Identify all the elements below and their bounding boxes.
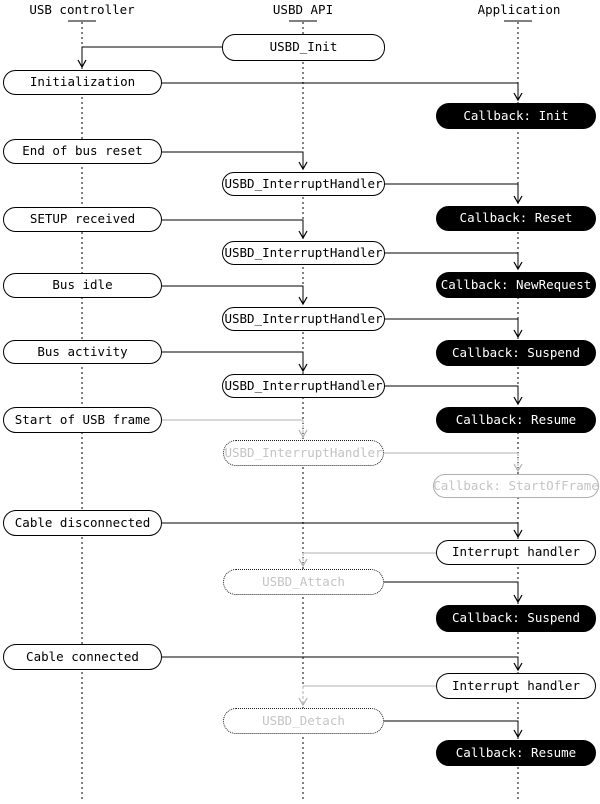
connector-initialization-to-callback-init [162, 82, 523, 102]
node-interrupt-handler-2: Interrupt handler [436, 673, 596, 699]
node-end-of-bus-reset: End of bus reset [3, 139, 162, 164]
node-usbd-detach-ghost: USBD_Detach [223, 708, 384, 734]
node-interrupt-handler-1: Interrupt handler [436, 540, 596, 565]
node-cable-connected: Cable connected [3, 644, 162, 670]
connector-handler2-to-callback-newrequest [385, 252, 523, 271]
node-setup-received: SETUP received [3, 207, 162, 232]
node-usbd-interrupt-handler-4: USBD_InterruptHandler [222, 374, 385, 398]
callback-init: Callback: Init [436, 103, 596, 129]
column-header-usbd-api: USBD API [272, 2, 334, 17]
connector-cable-disconnected-to-interrupt-handler1 [162, 522, 523, 539]
connector-setup-received-to-handler2 [162, 219, 308, 240]
connector-handler1-to-callback-reset [385, 183, 523, 205]
node-usbd-interrupt-handler-ghost: USBD_InterruptHandler [223, 440, 384, 466]
node-usbd-init: USBD_Init [222, 34, 385, 61]
column-header-usb-controller: USB controller [29, 2, 135, 17]
callback-resume-2: Callback: Resume [436, 740, 596, 766]
node-bus-activity: Bus activity [3, 340, 162, 364]
connector-usbd-init-to-initialization [77, 46, 222, 69]
connector-usbd-attach-to-callback-suspend2 [384, 581, 523, 604]
callback-reset: Callback: Reset [436, 206, 596, 231]
connector-bus-activity-to-handler4 [162, 351, 308, 373]
column-header-application: Application [477, 2, 561, 17]
callback-new-request: Callback: NewRequest [436, 272, 596, 298]
connector-usbd-detach-to-callback-resume2 [384, 720, 523, 739]
node-usbd-interrupt-handler-2: USBD_InterruptHandler [222, 241, 385, 265]
node-usbd-interrupt-handler-1: USBD_InterruptHandler [222, 172, 385, 196]
connector-handler4-to-callback-resume [385, 385, 523, 406]
node-initialization: Initialization [3, 70, 162, 95]
node-bus-idle: Bus idle [3, 273, 162, 298]
connector-handler3-to-callback-suspend [385, 318, 523, 339]
connector-bus-idle-to-handler3 [162, 285, 308, 306]
node-cable-disconnected: Cable disconnected [3, 510, 162, 536]
node-start-of-usb-frame: Start of USB frame [3, 407, 162, 433]
node-usbd-attach-ghost: USBD_Attach [223, 569, 384, 595]
callback-start-of-frame-ghost: Callback: StartOfFrame [433, 474, 599, 498]
connector-end-of-bus-reset-to-handler1 [162, 151, 308, 171]
callback-suspend-1: Callback: Suspend [436, 340, 596, 366]
callback-resume-1: Callback: Resume [436, 407, 596, 433]
callback-suspend-2: Callback: Suspend [436, 605, 596, 632]
node-usbd-interrupt-handler-3: USBD_InterruptHandler [222, 307, 385, 331]
connector-cable-connected-to-interrupt-handler2 [162, 656, 523, 672]
